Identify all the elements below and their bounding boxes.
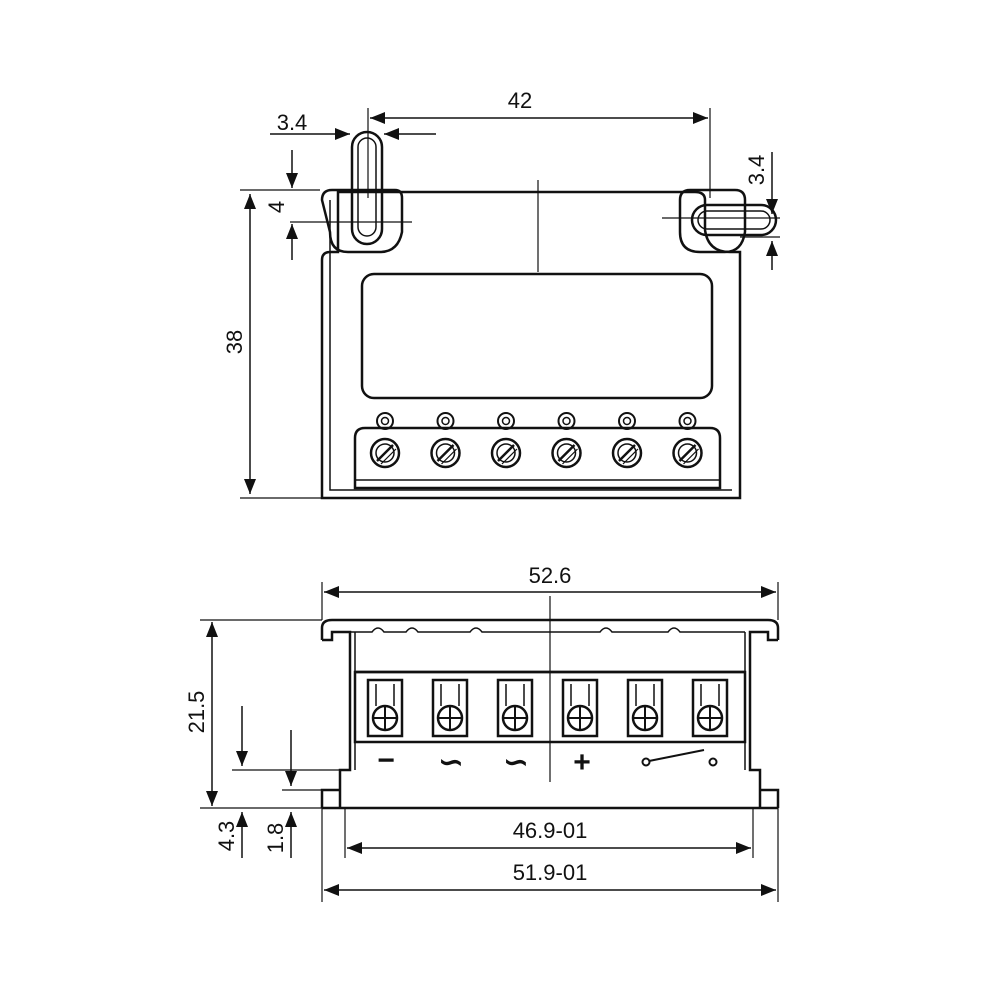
front-body [322,630,352,808]
dim-51-9-label: 51.9-01 [513,860,588,885]
dim-42-label: 42 [508,88,532,113]
terminal-screw-top [672,412,703,469]
dim-46-9-label: 46.9-01 [513,818,588,843]
dim-3-4-slot-label: 3.4 [277,110,308,135]
terminal-strip [353,426,722,490]
terminal-symbols: − ∽ ∽ + [377,744,718,779]
symbol-ac-2: ∽ [503,746,528,779]
front-terminals [366,678,729,738]
symbol-minus: − [377,744,395,777]
dim-38-label: 38 [222,330,247,354]
dim-4-3-label: 4.3 [214,821,239,852]
terminal-front [431,678,469,738]
dim-4-label: 4 [264,201,289,213]
left-mounting-tab [320,188,404,254]
dim-1-8-label: 1.8 [263,823,288,854]
terminal-front [691,678,729,738]
right-slot [690,203,778,237]
terminal-screw-top [551,412,582,469]
terminal-front [496,678,534,738]
top-view-outline [320,190,742,500]
dim-21-5-label: 21.5 [184,691,209,734]
symbol-ac-1: ∽ [438,746,463,779]
switch-icon [641,749,718,767]
left-foot [320,788,340,808]
terminal-screw-top [430,412,461,469]
terminal-screw-top [611,412,643,469]
right-mounting-tab [678,188,747,254]
right-foot [760,788,780,808]
front-view-dimensions: 52.6 21.5 4.3 1.8 46.9-01 51.9-01 [184,563,779,902]
terminal-front [366,678,404,738]
front-view: − ∽ ∽ + [320,596,780,810]
label-window [360,272,714,400]
dim-52-6-label: 52.6 [529,563,572,588]
terminal-screw-top [369,412,401,469]
terminal-front [561,678,599,738]
top-view-dimensions: 42 3.4 4 38 3.4 [222,88,780,499]
symbol-plus: + [573,746,591,779]
top-view [320,130,778,500]
left-slot [350,130,384,246]
top-terminal-screws [369,412,703,469]
terminal-screw-top [490,412,522,469]
dim-3-4-right-label: 3.4 [744,155,769,186]
terminal-front [626,678,664,738]
